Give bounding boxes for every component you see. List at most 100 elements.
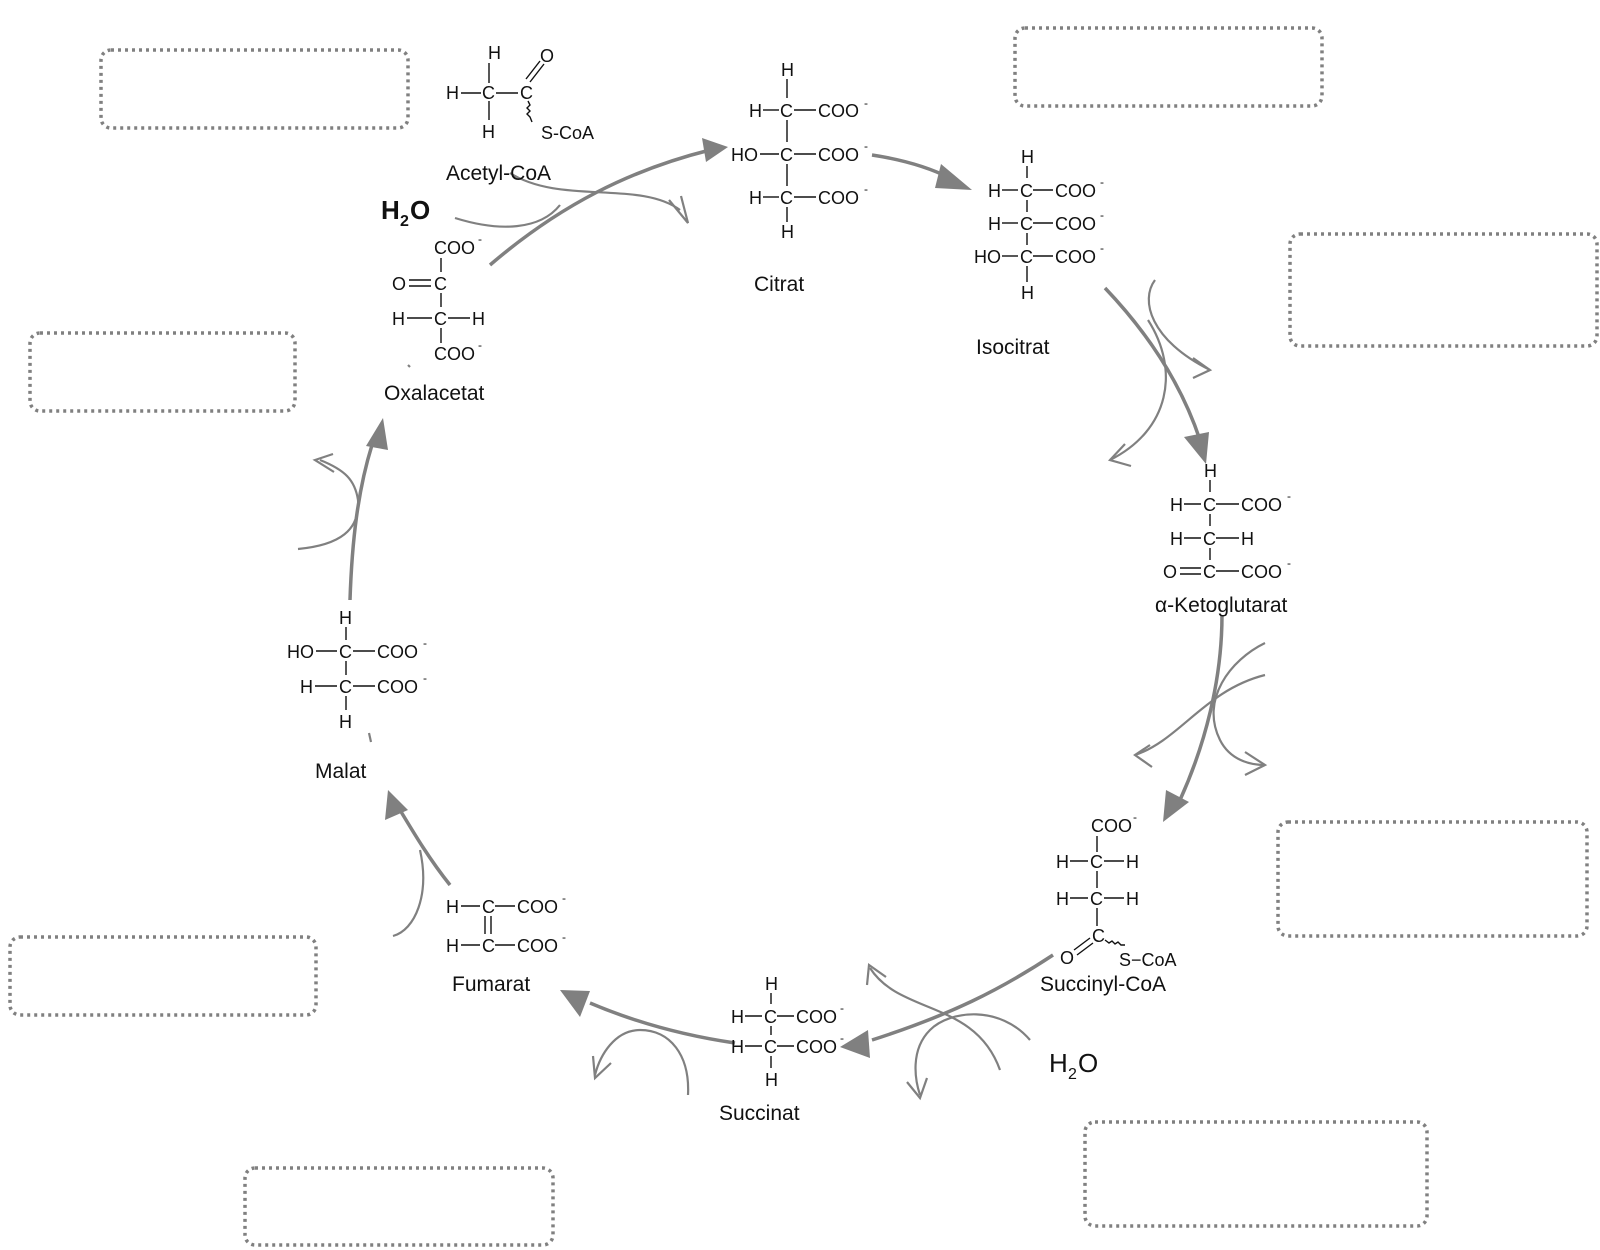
svg-text:H: H — [381, 195, 400, 225]
label-succinat: Succinat — [719, 1102, 800, 1125]
svg-text:H: H — [765, 974, 778, 994]
svg-text:H: H — [1241, 529, 1254, 549]
label-malat: Malat — [315, 760, 367, 783]
label-citrat: Citrat — [754, 273, 804, 296]
answer-box-6[interactable] — [8, 935, 318, 1017]
svg-text:H: H — [339, 608, 352, 628]
svg-text:C: C — [1203, 529, 1216, 549]
svg-text:C: C — [434, 274, 447, 294]
svg-text:H: H — [1021, 147, 1034, 167]
svg-text:-: - — [1100, 208, 1104, 222]
svg-text:H: H — [446, 897, 459, 917]
succinat-structure: H H C COO - H C COO - H Succinat — [719, 974, 844, 1125]
svg-text:-: - — [562, 891, 566, 905]
svg-text:-: - — [864, 139, 868, 153]
svg-text:H: H — [988, 181, 1001, 201]
svg-text:H: H — [1126, 889, 1139, 909]
svg-text:H: H — [446, 936, 459, 956]
svg-text:HO: HO — [974, 247, 1001, 267]
answer-box-3[interactable] — [1288, 232, 1599, 348]
water-label-bottom-right: H 2 O — [1049, 1048, 1098, 1083]
arrowhead-malat — [385, 790, 408, 820]
svg-text:C: C — [339, 642, 352, 662]
answer-box-5[interactable] — [1276, 820, 1589, 938]
arrowhead-oxalacetat — [366, 418, 388, 450]
svg-text:-: - — [478, 338, 482, 352]
svg-text:H: H — [472, 309, 485, 329]
svg-text:HO: HO — [287, 642, 314, 662]
svg-text:COO: COO — [1091, 816, 1132, 836]
arrowhead-succinat — [840, 1030, 870, 1058]
svg-text:H: H — [339, 712, 352, 732]
svg-text:H: H — [781, 60, 794, 80]
svg-text:O: O — [1060, 948, 1074, 968]
answer-box-4[interactable] — [28, 331, 297, 413]
svg-text:-: - — [478, 232, 482, 246]
svg-text:H: H — [781, 222, 794, 242]
arrow-ketoglutarat-succinylcoa — [1178, 614, 1224, 801]
arrowhead-citrat — [702, 138, 728, 162]
svg-text:O: O — [410, 195, 430, 225]
svg-text:C: C — [482, 83, 495, 103]
svg-text:COO: COO — [818, 145, 859, 165]
label-isocitrat: Isocitrat — [976, 336, 1050, 359]
arrow-fumarat-malat — [398, 809, 452, 887]
malat-structure: H HO C COO - H C COO - H Malat — [287, 608, 427, 783]
svg-text:C: C — [1020, 214, 1033, 234]
svg-text:C: C — [520, 83, 533, 103]
label-acetyl-coa: Acetyl-CoA — [446, 162, 551, 185]
arrow-isocitrat-ketoglutarat — [1103, 286, 1202, 441]
svg-text:C: C — [1020, 181, 1033, 201]
side-arrow-h2o-in — [454, 204, 561, 228]
svg-text:2: 2 — [400, 213, 409, 230]
svg-text:-: - — [1133, 810, 1137, 824]
succinyl-coa-structure: COO - H C H H C H C O S−CoA Succinyl-CoA — [1040, 810, 1177, 996]
answer-box-8[interactable] — [1083, 1120, 1429, 1228]
svg-text:-: - — [864, 182, 868, 196]
arrow-succinat-fumarat — [589, 1001, 736, 1045]
arrowhead-fumarat — [560, 990, 590, 1017]
label-oxalacetat: Oxalacetat — [384, 382, 485, 405]
svg-text:H: H — [749, 188, 762, 208]
svg-text:H: H — [1056, 852, 1069, 872]
water-label-top-left: H 2 O — [381, 195, 430, 230]
svg-text:-: - — [423, 636, 427, 650]
svg-text:H: H — [731, 1007, 744, 1027]
svg-text:C: C — [780, 145, 793, 165]
svg-text:COO: COO — [517, 897, 558, 917]
svg-text:COO: COO — [818, 101, 859, 121]
svg-text:COO: COO — [796, 1007, 837, 1027]
svg-text:C: C — [1090, 852, 1103, 872]
arrowhead-isocitrat — [935, 164, 972, 190]
arrow-succinylcoa-succinat — [871, 953, 1054, 1042]
arrowhead-succinylcoa — [1163, 790, 1189, 822]
svg-text:H: H — [1021, 283, 1034, 303]
fumarat-structure: H C COO - H C COO - Fumarat — [446, 891, 566, 996]
svg-text:S−CoA: S−CoA — [1119, 950, 1177, 970]
svg-text:C: C — [780, 188, 793, 208]
svg-text:H: H — [392, 309, 405, 329]
label-ketoglutarat: α-Ketoglutarat — [1155, 594, 1288, 617]
svg-text:COO: COO — [1241, 562, 1282, 582]
svg-text:C: C — [339, 677, 352, 697]
svg-text:C: C — [764, 1007, 777, 1027]
svg-text:COO: COO — [1055, 214, 1096, 234]
svg-text:O: O — [392, 274, 406, 294]
svg-text:C: C — [1020, 247, 1033, 267]
svg-text:H: H — [488, 43, 501, 63]
answer-box-7[interactable] — [243, 1166, 555, 1247]
svg-text:-: - — [1287, 556, 1291, 570]
svg-text:-: - — [840, 1031, 844, 1045]
svg-text:COO: COO — [377, 642, 418, 662]
arrowhead-ketoglutarat — [1184, 432, 1209, 464]
answer-box-2[interactable] — [1013, 26, 1324, 108]
svg-text:C: C — [1203, 495, 1216, 515]
svg-text:H: H — [1126, 852, 1139, 872]
svg-text:H: H — [1204, 461, 1217, 481]
svg-text:C: C — [780, 101, 793, 121]
answer-box-1[interactable] — [99, 48, 410, 130]
svg-text:H: H — [731, 1037, 744, 1057]
svg-text:-: - — [1100, 175, 1104, 189]
svg-text:-: - — [562, 930, 566, 944]
svg-text:O: O — [540, 46, 554, 66]
